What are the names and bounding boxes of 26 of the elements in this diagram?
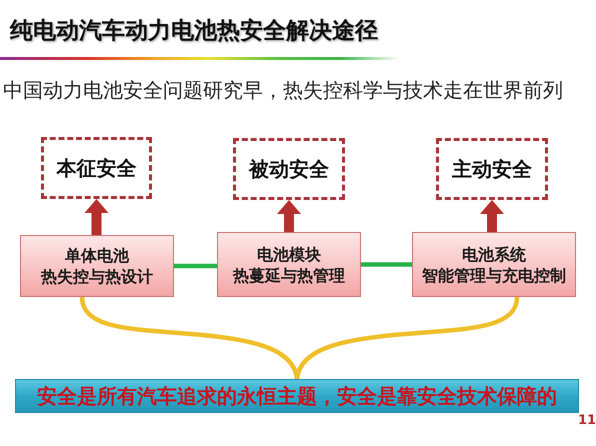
box-label: 本征安全 bbox=[56, 155, 136, 181]
subtitle: 中国动力电池安全问题研究早，热失控科学与技术走在世界前列 bbox=[3, 77, 563, 104]
box-heading: 电池模块 bbox=[257, 244, 321, 264]
box-heading: 单体电池 bbox=[65, 245, 129, 266]
process-box bbox=[20, 235, 174, 297]
banner bbox=[15, 379, 579, 413]
process-box bbox=[217, 232, 361, 297]
dashed-box bbox=[233, 138, 345, 200]
page-number: 11 bbox=[578, 413, 596, 429]
connector-line bbox=[174, 264, 217, 268]
box-text: 热蔓延与热管理 bbox=[233, 264, 345, 286]
title: 纯电动汽车动力电池热安全解决途径 bbox=[10, 17, 378, 46]
box-text: 智能管理与充电控制 bbox=[422, 264, 566, 286]
connector-line bbox=[361, 262, 412, 267]
banner-text: 安全是所有汽车追求的永恒主题，安全是靠安全技术保障的 bbox=[37, 383, 557, 409]
process-box bbox=[412, 232, 576, 297]
box-label: 被动安全 bbox=[249, 156, 329, 182]
arrow bbox=[480, 200, 504, 232]
arrow bbox=[84, 199, 108, 235]
arrow bbox=[277, 200, 301, 232]
box-label: 主动安全 bbox=[452, 156, 532, 182]
brace-line bbox=[80, 296, 300, 380]
box-text: 热失控与热设计 bbox=[41, 266, 153, 287]
dashed-box bbox=[41, 137, 152, 199]
dashed-box bbox=[436, 138, 548, 200]
box-heading: 电池系统 bbox=[462, 244, 526, 264]
